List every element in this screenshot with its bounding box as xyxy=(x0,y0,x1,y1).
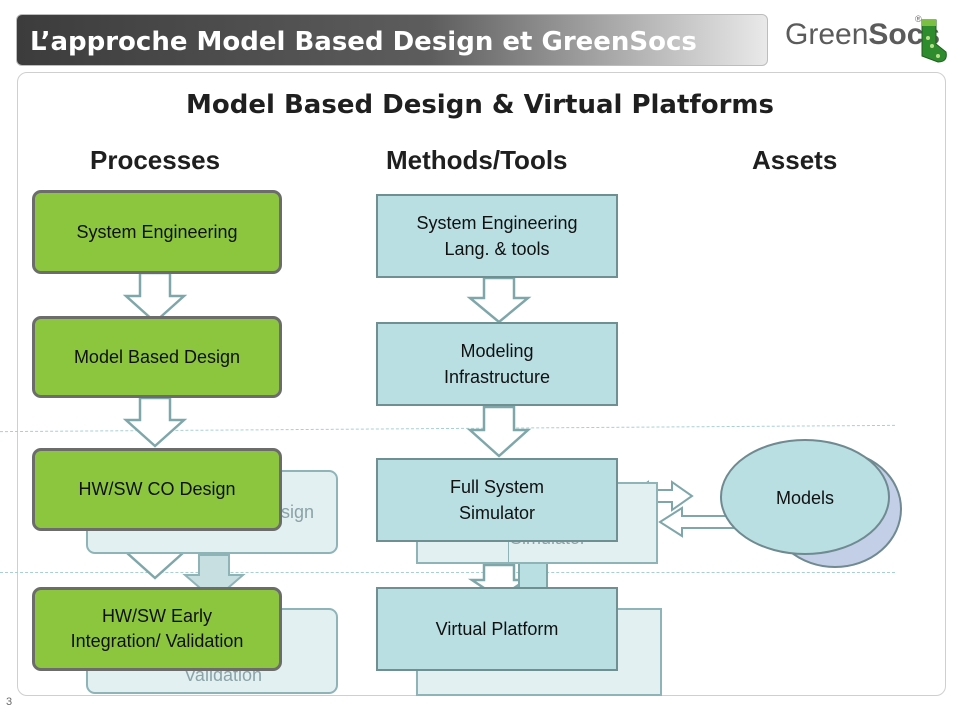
method-modeling-infrastructure: Modeling Infrastructure xyxy=(376,322,618,406)
column-heading-processes: Processes xyxy=(90,145,221,175)
method-virtual-platform: Virtual Platform xyxy=(376,587,618,671)
page-number: 3 xyxy=(6,696,13,708)
shadow-label: sign xyxy=(280,501,314,522)
models-asset-stack xyxy=(720,439,902,568)
green-sock-icon xyxy=(921,19,947,63)
arrow-down-icon xyxy=(122,396,188,448)
dashed-separator-lower xyxy=(0,572,895,573)
process-label: HW/SW CO Design xyxy=(78,479,236,500)
method-system-engineering-tools: System Engineering Lang. & tools xyxy=(376,194,618,278)
process-model-based-design: Model Based Design xyxy=(32,316,282,398)
arrow-down-icon xyxy=(466,276,532,324)
process-hwsw-co-design: HW/SW CO Design xyxy=(32,448,282,531)
models-front-ellipse xyxy=(720,439,890,555)
arrow-down-icon xyxy=(466,405,532,458)
method-label: Modeling Infrastructure xyxy=(443,340,551,387)
process-label: System Engineering xyxy=(76,221,238,242)
title-bar xyxy=(16,14,768,66)
method-label: System Engineering Lang. & tools xyxy=(416,212,578,259)
registered-mark: ® xyxy=(915,14,922,24)
slide-header-title: L’approche Model Based Design et GreenSo… xyxy=(30,27,697,57)
column-heading-assets: Assets xyxy=(752,145,838,175)
method-label: Full System Simulator xyxy=(449,476,545,523)
diagram-title: Model Based Design & Virtual Platforms xyxy=(186,90,774,120)
asset-models-label: Models xyxy=(775,487,835,508)
arrow-down-icon xyxy=(122,271,188,324)
logo-text-regular: Green xyxy=(785,18,869,51)
column-heading-methods: Methods/Tools xyxy=(386,145,568,175)
process-label: Model Based Design xyxy=(73,346,241,367)
process-system-engineering: System Engineering xyxy=(32,190,282,274)
process-label: HW/SW Early Integration/ Validation xyxy=(70,605,244,651)
method-full-system-simulator: Full System Simulator xyxy=(376,458,618,542)
process-hwsw-early-integration: HW/SW Early Integration/ Validation xyxy=(32,587,282,671)
method-label: Virtual Platform xyxy=(435,618,559,639)
